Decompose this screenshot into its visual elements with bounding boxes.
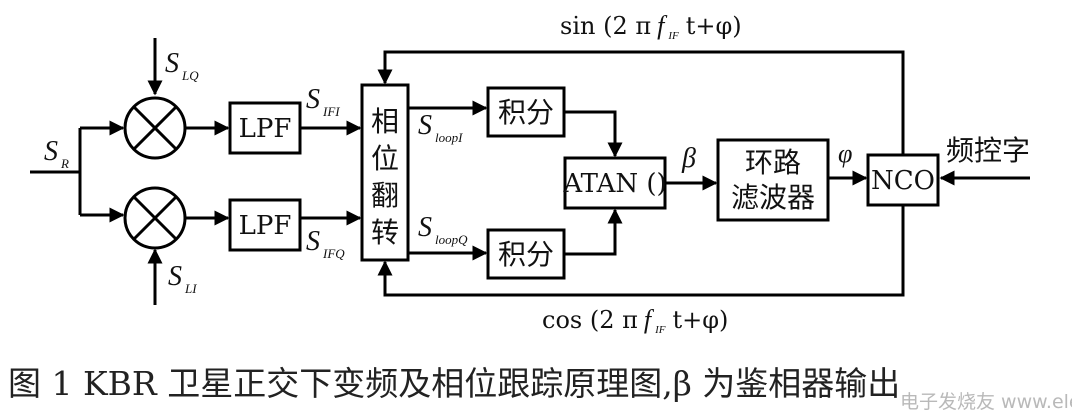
nco-label: NCO	[871, 166, 935, 196]
s-r-label: S R	[44, 136, 69, 171]
lpf-bottom-box	[228, 198, 302, 252]
lpf-bottom-label: LPF	[239, 211, 292, 241]
beta-label: β	[681, 143, 696, 174]
phase-flip-char-1: 相	[371, 105, 399, 138]
loop-filter-box	[716, 138, 830, 222]
svg-text:S: S	[44, 136, 58, 167]
lpf-top-label: LPF	[239, 114, 292, 144]
watermark: 电子发烧友 www.elecfans.com	[900, 391, 1072, 413]
svg-text:LI: LI	[184, 281, 197, 296]
phase-flip-box	[360, 83, 410, 262]
s-loopi-label: S loopI	[418, 110, 463, 145]
s-loopq-label: S loopQ	[418, 212, 468, 247]
svg-text:R: R	[60, 156, 69, 171]
int-atan-top-wire	[564, 110, 623, 158]
phase-flip-char-4: 转	[371, 216, 399, 249]
sin-feedback-wire	[377, 50, 905, 155]
mixer-bottom	[123, 186, 187, 250]
integrator-top-label: 积分	[498, 96, 554, 129]
input-wires	[30, 120, 125, 223]
svg-text:S: S	[418, 212, 432, 243]
int-atan-bottom-wire	[564, 208, 623, 256]
freq-word-label: 频控字	[946, 134, 1030, 167]
s-lq-label: S LQ	[165, 48, 199, 83]
svg-text:LQ: LQ	[181, 68, 199, 83]
phi-label: φ	[838, 139, 852, 168]
cos-feedback-wire	[377, 205, 905, 297]
loop-filter-line-2: 滤波器	[731, 181, 815, 214]
phase-flip-char-2: 位	[371, 142, 399, 175]
cos-feedback-label: cos (2 π f IF t+φ)	[542, 305, 728, 337]
s-ifi-label: S IFI	[306, 84, 340, 119]
svg-text:S: S	[165, 48, 179, 79]
atan-label: ATAN ()	[562, 169, 666, 199]
mixer-top	[123, 96, 187, 160]
svg-text:IFI: IFI	[322, 104, 340, 119]
nco-box	[866, 153, 940, 207]
s-li-label: S LI	[168, 261, 197, 296]
svg-text:loopQ: loopQ	[435, 232, 468, 247]
integrator-bottom-label: 积分	[498, 238, 554, 271]
svg-text:loopI: loopI	[435, 130, 463, 145]
svg-text:S: S	[418, 110, 432, 141]
loop-filter-line-1: 环路	[745, 146, 801, 179]
svg-text:S: S	[306, 84, 320, 115]
figure-caption: 图 1 KBR 卫星正交下变频及相位跟踪原理图,β 为鉴相器输出	[8, 364, 900, 403]
phase-flip-char-3: 翻	[371, 179, 399, 212]
svg-text:S: S	[168, 261, 182, 292]
svg-text:IFQ: IFQ	[322, 246, 345, 261]
svg-text:S: S	[306, 226, 320, 257]
s-ifq-label: S IFQ	[306, 226, 345, 261]
integrator-top-box	[486, 86, 566, 138]
sin-feedback-label: sin (2 π f IF t+φ)	[560, 11, 742, 43]
